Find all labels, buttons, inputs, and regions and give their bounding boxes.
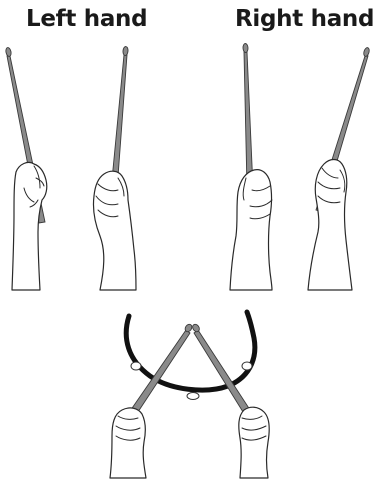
hand	[93, 171, 136, 290]
left-drumstick	[128, 323, 193, 418]
hand	[12, 162, 47, 290]
right-hand	[239, 407, 269, 478]
lug	[242, 362, 252, 370]
right-hand-figure-1	[230, 43, 272, 290]
drumstick	[243, 43, 253, 188]
hand	[230, 170, 272, 290]
lug	[187, 393, 199, 400]
left-hand-figure-2	[93, 46, 136, 290]
left-hand-figure-1	[5, 47, 47, 290]
drumstick	[111, 46, 128, 190]
hand	[308, 160, 352, 291]
lug	[131, 362, 141, 370]
left-hand	[110, 408, 146, 478]
right-hand-figure-2	[308, 47, 370, 290]
drum-playing-figure	[110, 312, 269, 478]
